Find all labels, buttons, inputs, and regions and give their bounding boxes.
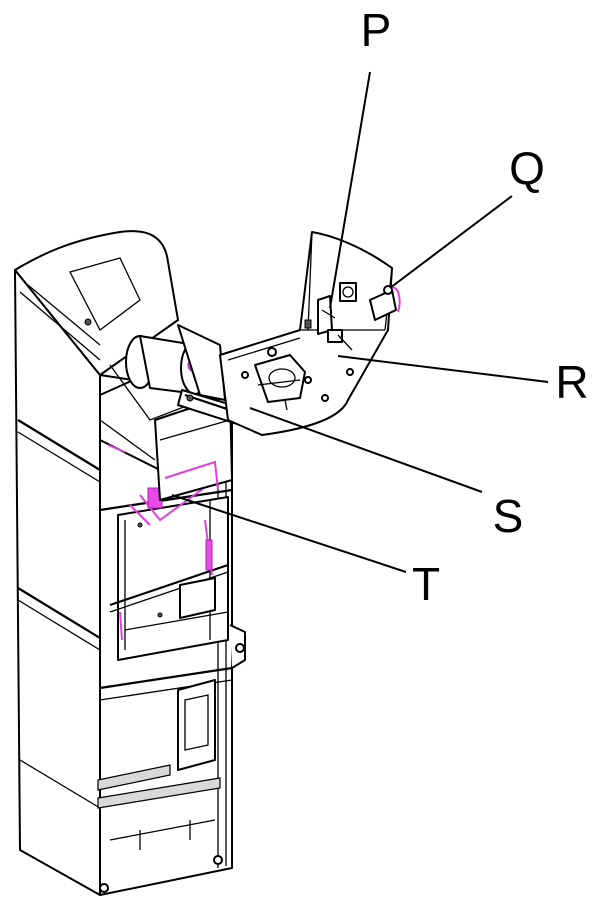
- leader-lines: [171, 71, 549, 573]
- open-panel: [219, 231, 401, 436]
- mid-compartment: [117, 496, 229, 661]
- panel-plate: [219, 231, 393, 436]
- roller-assembly: [109, 324, 226, 421]
- leader-line-p: [329, 71, 371, 309]
- leader-line-r: [337, 355, 549, 383]
- callout-label-q: Q: [509, 142, 545, 194]
- callout-label-p: P: [361, 4, 392, 56]
- cabinet-left-panel: [14, 269, 101, 896]
- leader-line-s: [249, 407, 483, 493]
- callout-labels: P Q R S T: [361, 4, 589, 610]
- callout-label-t: T: [412, 558, 440, 610]
- leader-line-t: [171, 494, 407, 573]
- callout-label-r: R: [555, 356, 588, 408]
- hood-opening: [69, 257, 141, 331]
- callout-label-s: S: [493, 490, 524, 542]
- cabinet: [14, 230, 246, 896]
- leader-line-q: [389, 195, 513, 289]
